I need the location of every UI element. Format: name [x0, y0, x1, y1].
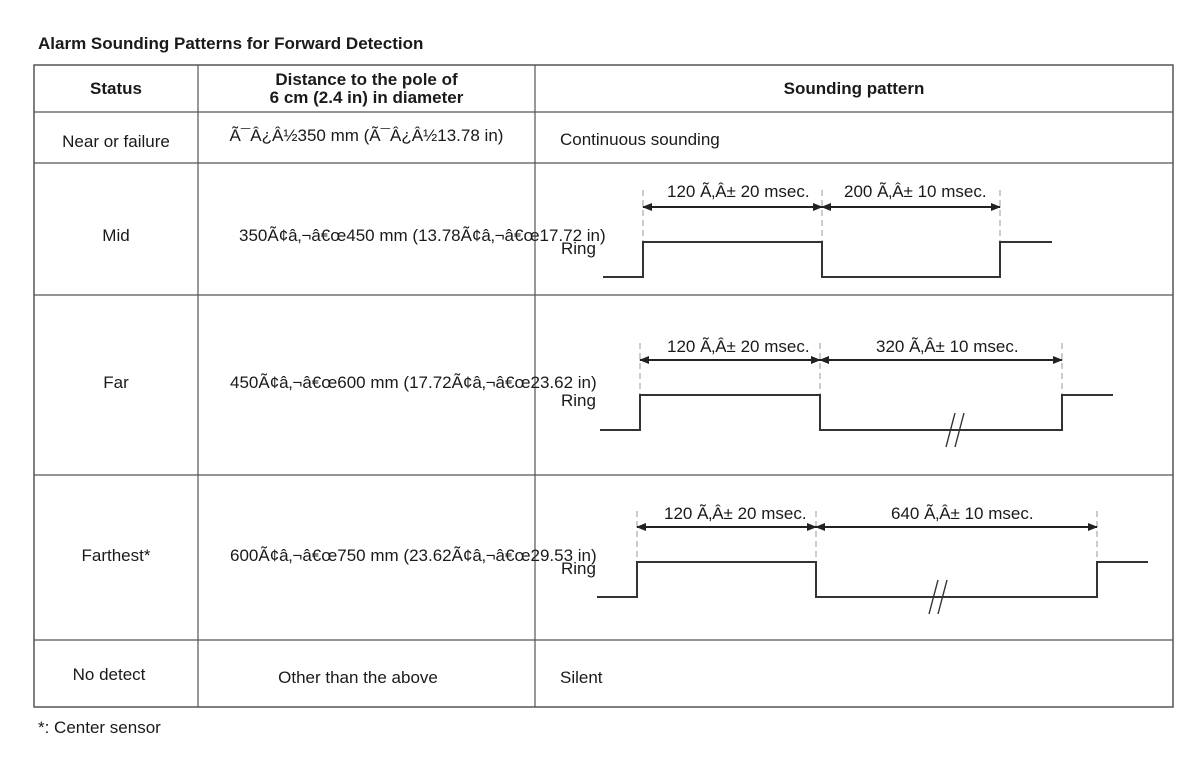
- row-far-distance: 450Ã¢â‚¬â€œ600 mm (17.72Ã¢â‚¬â€œ23.62 in…: [230, 372, 597, 392]
- mid-on-label: 120 Ã‚Â± 20 msec.: [667, 182, 810, 201]
- row-farthest-status: Farthest*: [81, 546, 151, 565]
- row-mid-distance: 350Ã¢â‚¬â€œ450 mm (13.78Ã¢â‚¬â€œ17.72 in…: [239, 225, 606, 245]
- farthest-waveform: 120 Ã‚Â± 20 msec. 640 Ã‚Â± 10 msec. Ring: [561, 504, 1148, 615]
- far-on-label: 120 Ã‚Â± 20 msec.: [667, 337, 810, 356]
- row-near-status: Near or failure: [62, 131, 170, 151]
- footnote: *: Center sensor: [38, 718, 161, 737]
- mid-ring-label: Ring: [561, 239, 596, 258]
- row-farthest-distance: 600Ã¢â‚¬â€œ750 mm (23.62Ã¢â‚¬â€œ29.53 in…: [230, 546, 597, 565]
- mid-off-label: 200 Ã‚Â± 10 msec.: [844, 182, 987, 201]
- page-title: Alarm Sounding Patterns for Forward Dete…: [38, 34, 424, 53]
- header-distance: Distance to the pole of 6 cm (2.4 in) in…: [269, 69, 464, 107]
- row-near-pattern: Continuous sounding: [560, 129, 720, 149]
- mid-waveform: 120 Ã‚Â± 20 msec. 200 Ã‚Â± 10 msec. Ring: [561, 182, 1052, 278]
- farthest-break-mark: [928, 579, 948, 615]
- header-status: Status: [90, 78, 142, 98]
- header-sounding-pattern: Sounding pattern: [783, 78, 925, 98]
- far-break-mark: [945, 412, 965, 448]
- row-near-distance: Ã¯Â¿Â½350 mm (Ã¯Â¿Â½13.78 in): [229, 126, 504, 145]
- far-ring-label: Ring: [561, 391, 596, 410]
- far-off-label: 320 Ã‚Â± 10 msec.: [876, 337, 1019, 356]
- row-nodetect-distance: Other than the above: [278, 667, 438, 687]
- row-nodetect-status: No detect: [72, 664, 146, 684]
- far-waveform: 120 Ã‚Â± 20 msec. 320 Ã‚Â± 10 msec. Ring: [561, 337, 1113, 448]
- row-far-status: Far: [103, 372, 129, 392]
- row-nodetect-pattern: Silent: [560, 667, 603, 687]
- farthest-on-label: 120 Ã‚Â± 20 msec.: [664, 504, 807, 523]
- row-mid-status: Mid: [102, 225, 130, 245]
- farthest-off-label: 640 Ã‚Â± 10 msec.: [891, 504, 1034, 523]
- farthest-ring-label: Ring: [561, 559, 596, 578]
